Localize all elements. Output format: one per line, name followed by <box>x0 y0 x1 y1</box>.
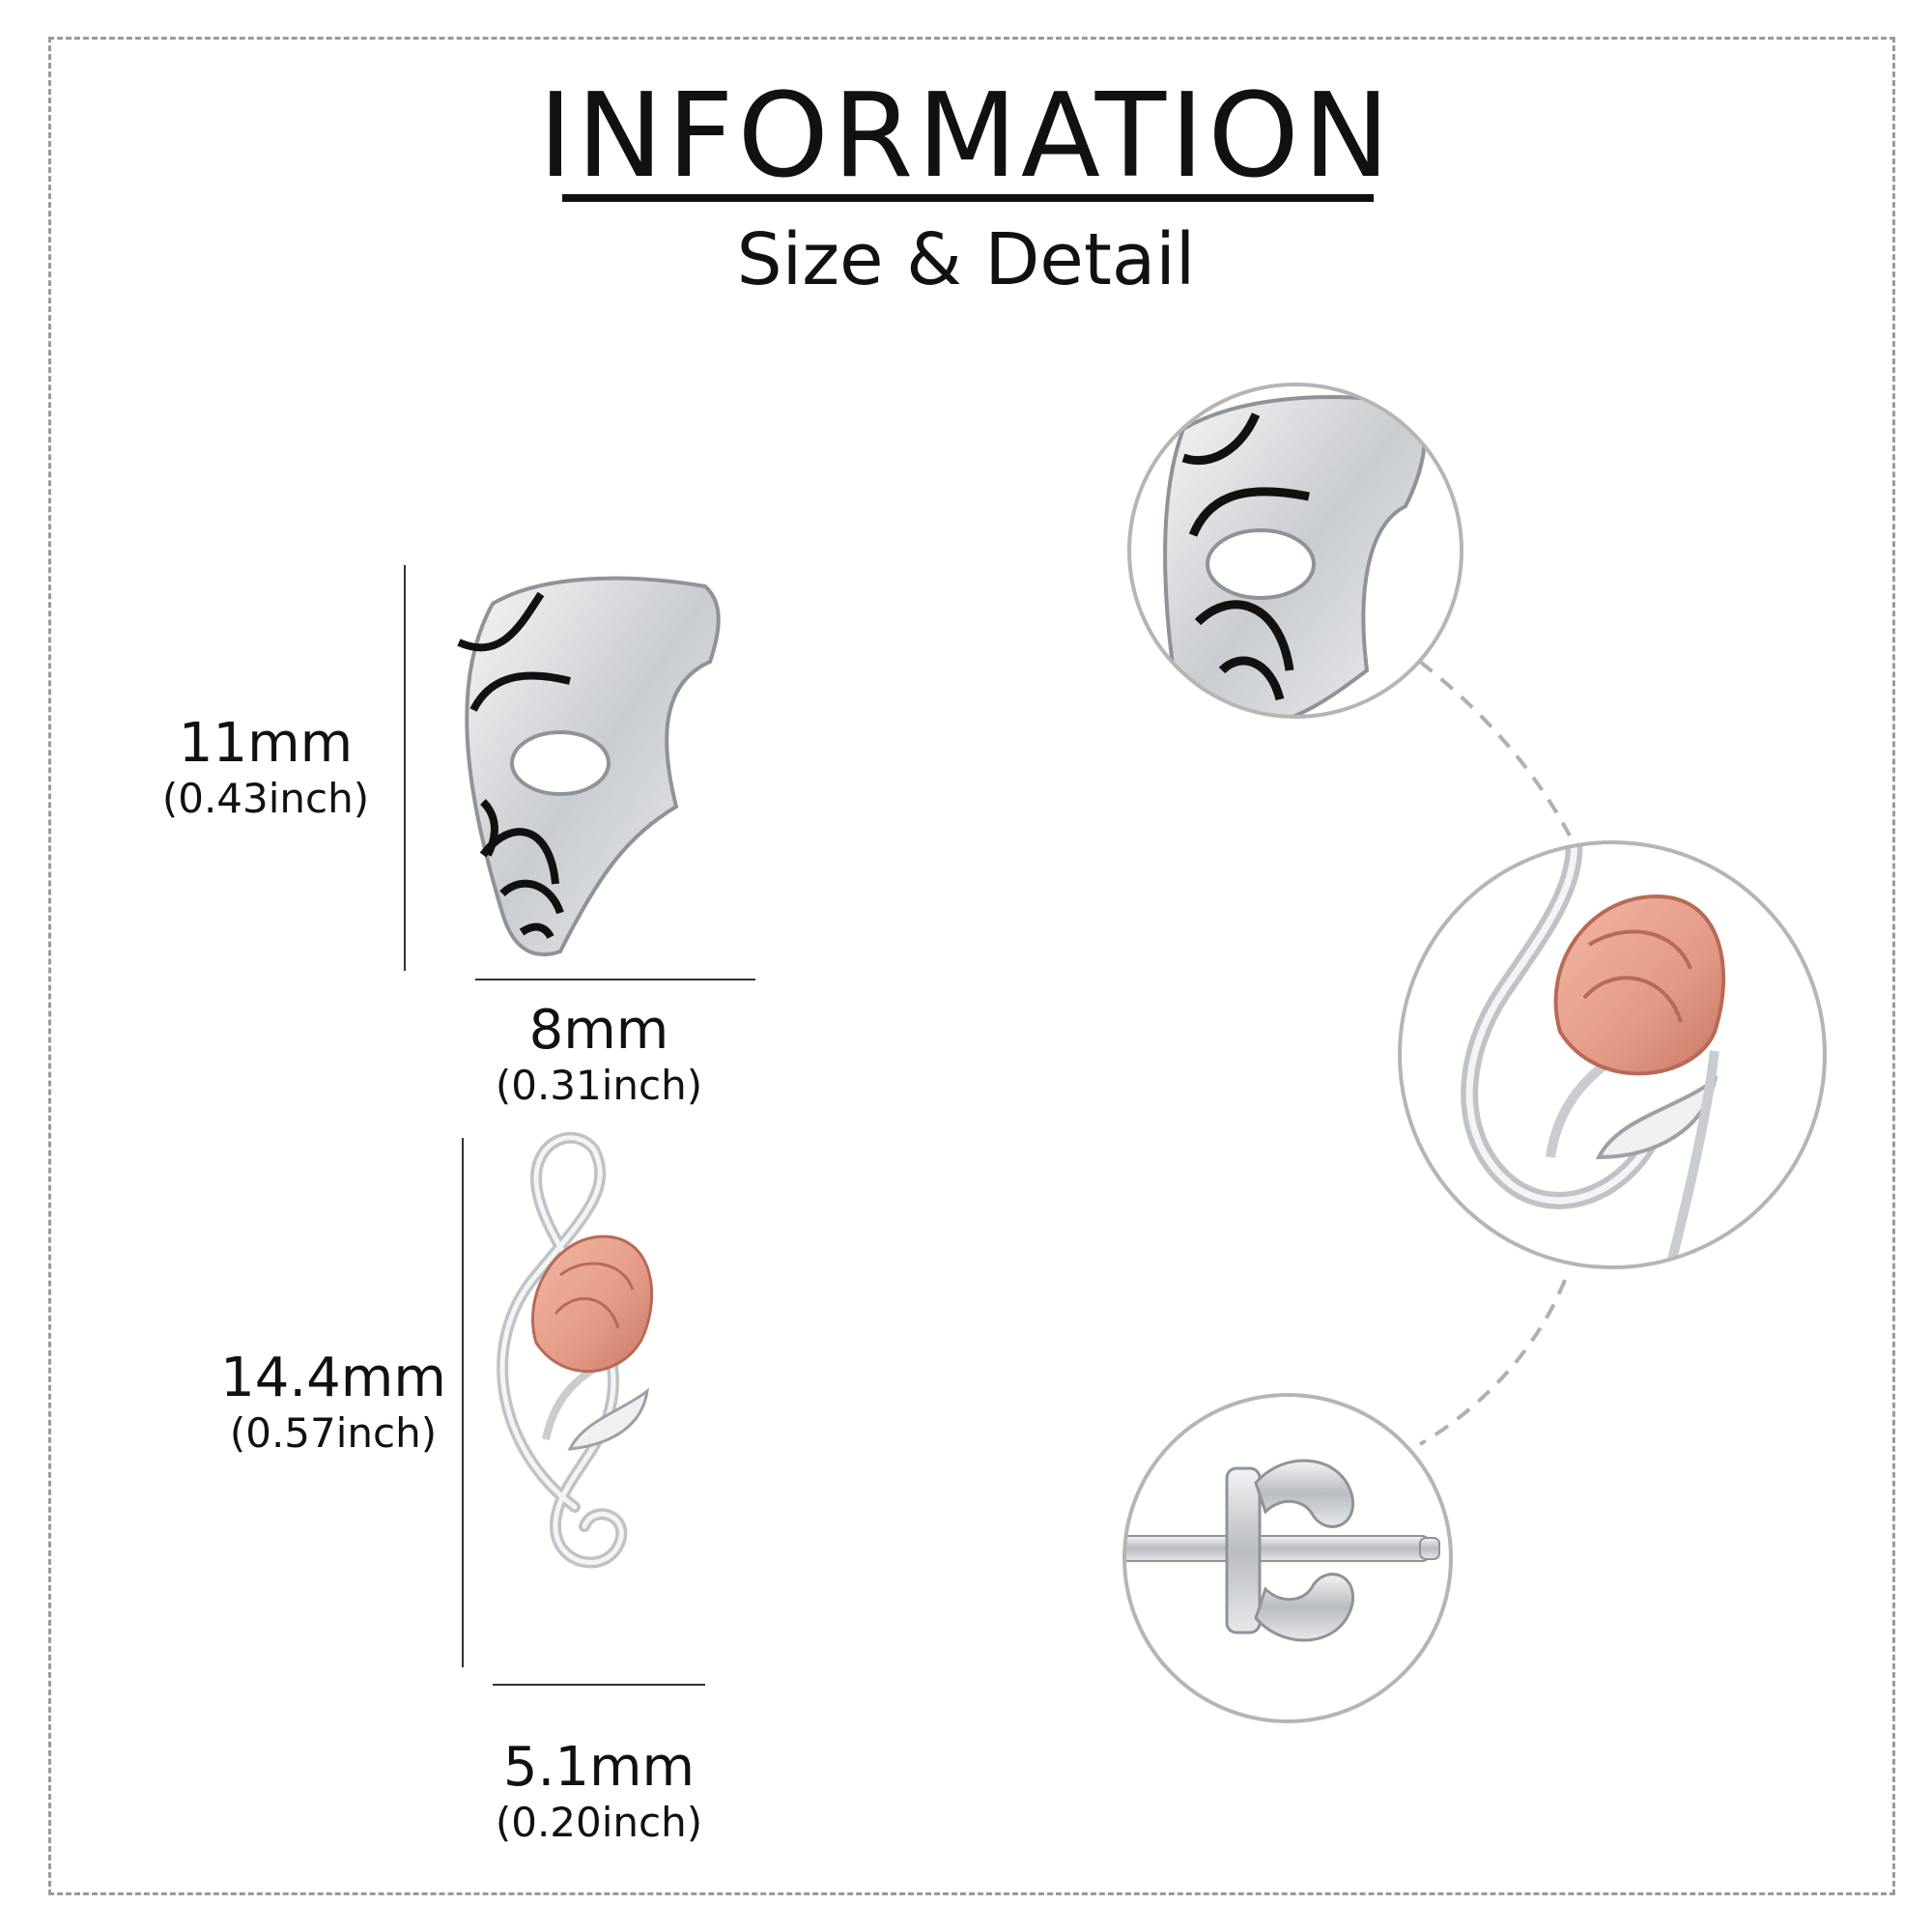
clef-earring-image <box>497 1131 654 1569</box>
clef-width-inch: (0.20inch) <box>495 1799 703 1846</box>
mask-width-inch: (0.31inch) <box>495 1062 703 1109</box>
detail-circle-rose <box>1398 840 1827 1269</box>
clef-height-mm: 14.4mm <box>220 1347 446 1409</box>
clef-height-label: 14.4mm (0.57inch) <box>213 1348 454 1458</box>
mask-height-line <box>404 565 406 971</box>
mask-height-mm: 11mm <box>178 712 354 775</box>
clef-width-label: 5.1mm (0.20inch) <box>464 1737 734 1847</box>
mask-width-line <box>475 979 755 980</box>
page-title: INFORMATION <box>538 70 1394 204</box>
clef-width-line <box>493 1684 705 1686</box>
title-underline <box>562 194 1374 202</box>
mask-width-label: 8mm (0.31inch) <box>464 1000 734 1110</box>
clef-height-inch: (0.57inch) <box>229 1409 438 1457</box>
dashed-frame <box>48 37 1895 1895</box>
mask-height-label: 11mm (0.43inch) <box>145 713 386 823</box>
clef-height-line <box>462 1138 464 1667</box>
detail-circle-mask <box>1127 383 1463 719</box>
mask-earring-image <box>457 576 721 957</box>
mask-height-inch: (0.43inch) <box>161 775 370 822</box>
clef-width-mm: 5.1mm <box>502 1736 696 1799</box>
connector-top <box>1418 660 1572 837</box>
mask-width-mm: 8mm <box>528 999 669 1062</box>
detail-circle-post <box>1122 1393 1453 1723</box>
connector-bottom <box>1418 1279 1567 1446</box>
page-subtitle: Size & Detail <box>736 218 1196 301</box>
